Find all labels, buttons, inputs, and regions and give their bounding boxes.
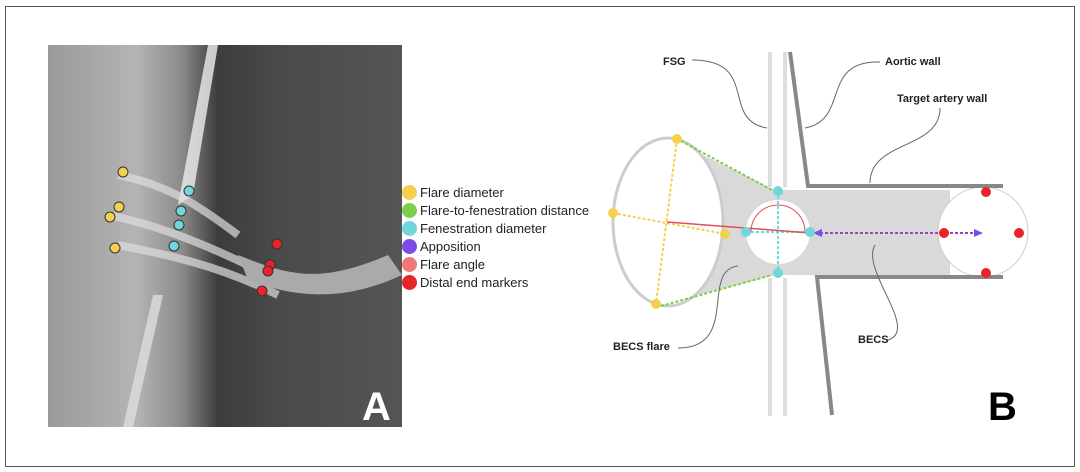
label-aortic-wall: Aortic wall — [885, 56, 941, 68]
legend-item: Apposition — [402, 237, 589, 255]
panel-a-label: A — [362, 385, 391, 427]
label-target-artery-wall: Target artery wall — [897, 93, 988, 105]
ct-image: A — [48, 45, 402, 427]
legend-item: Flare angle — [402, 255, 589, 273]
panel-b-label: B — [988, 385, 1017, 429]
legend-item: Flare diameter — [402, 183, 589, 201]
legend-label: Flare-to-fenestration distance — [420, 202, 590, 218]
legend-item: Distal end markers — [402, 273, 589, 291]
label-becs-flare: BECS flare — [613, 341, 670, 353]
label-becs: BECS — [858, 334, 889, 346]
legend-item: Flare-to-fenestration distance — [402, 201, 589, 219]
legend-label: Flare diameter — [420, 184, 504, 200]
figure-frame — [5, 6, 1075, 467]
legend-label: Fenestration diameter — [420, 220, 547, 236]
fsg-wall — [768, 52, 787, 416]
legend-item: Fenestration diameter — [402, 219, 589, 237]
legend: Flare diameter Flare-to-fenestration dis… — [402, 183, 589, 291]
legend-label: Flare angle — [420, 256, 486, 272]
ct-overlay — [104, 45, 402, 427]
legend-label: Apposition — [420, 238, 481, 254]
ct-markers — [104, 166, 283, 297]
label-fsg: FSG — [663, 56, 686, 68]
aortic-wall — [788, 51, 1003, 416]
legend-label: Distal end markers — [420, 274, 529, 290]
